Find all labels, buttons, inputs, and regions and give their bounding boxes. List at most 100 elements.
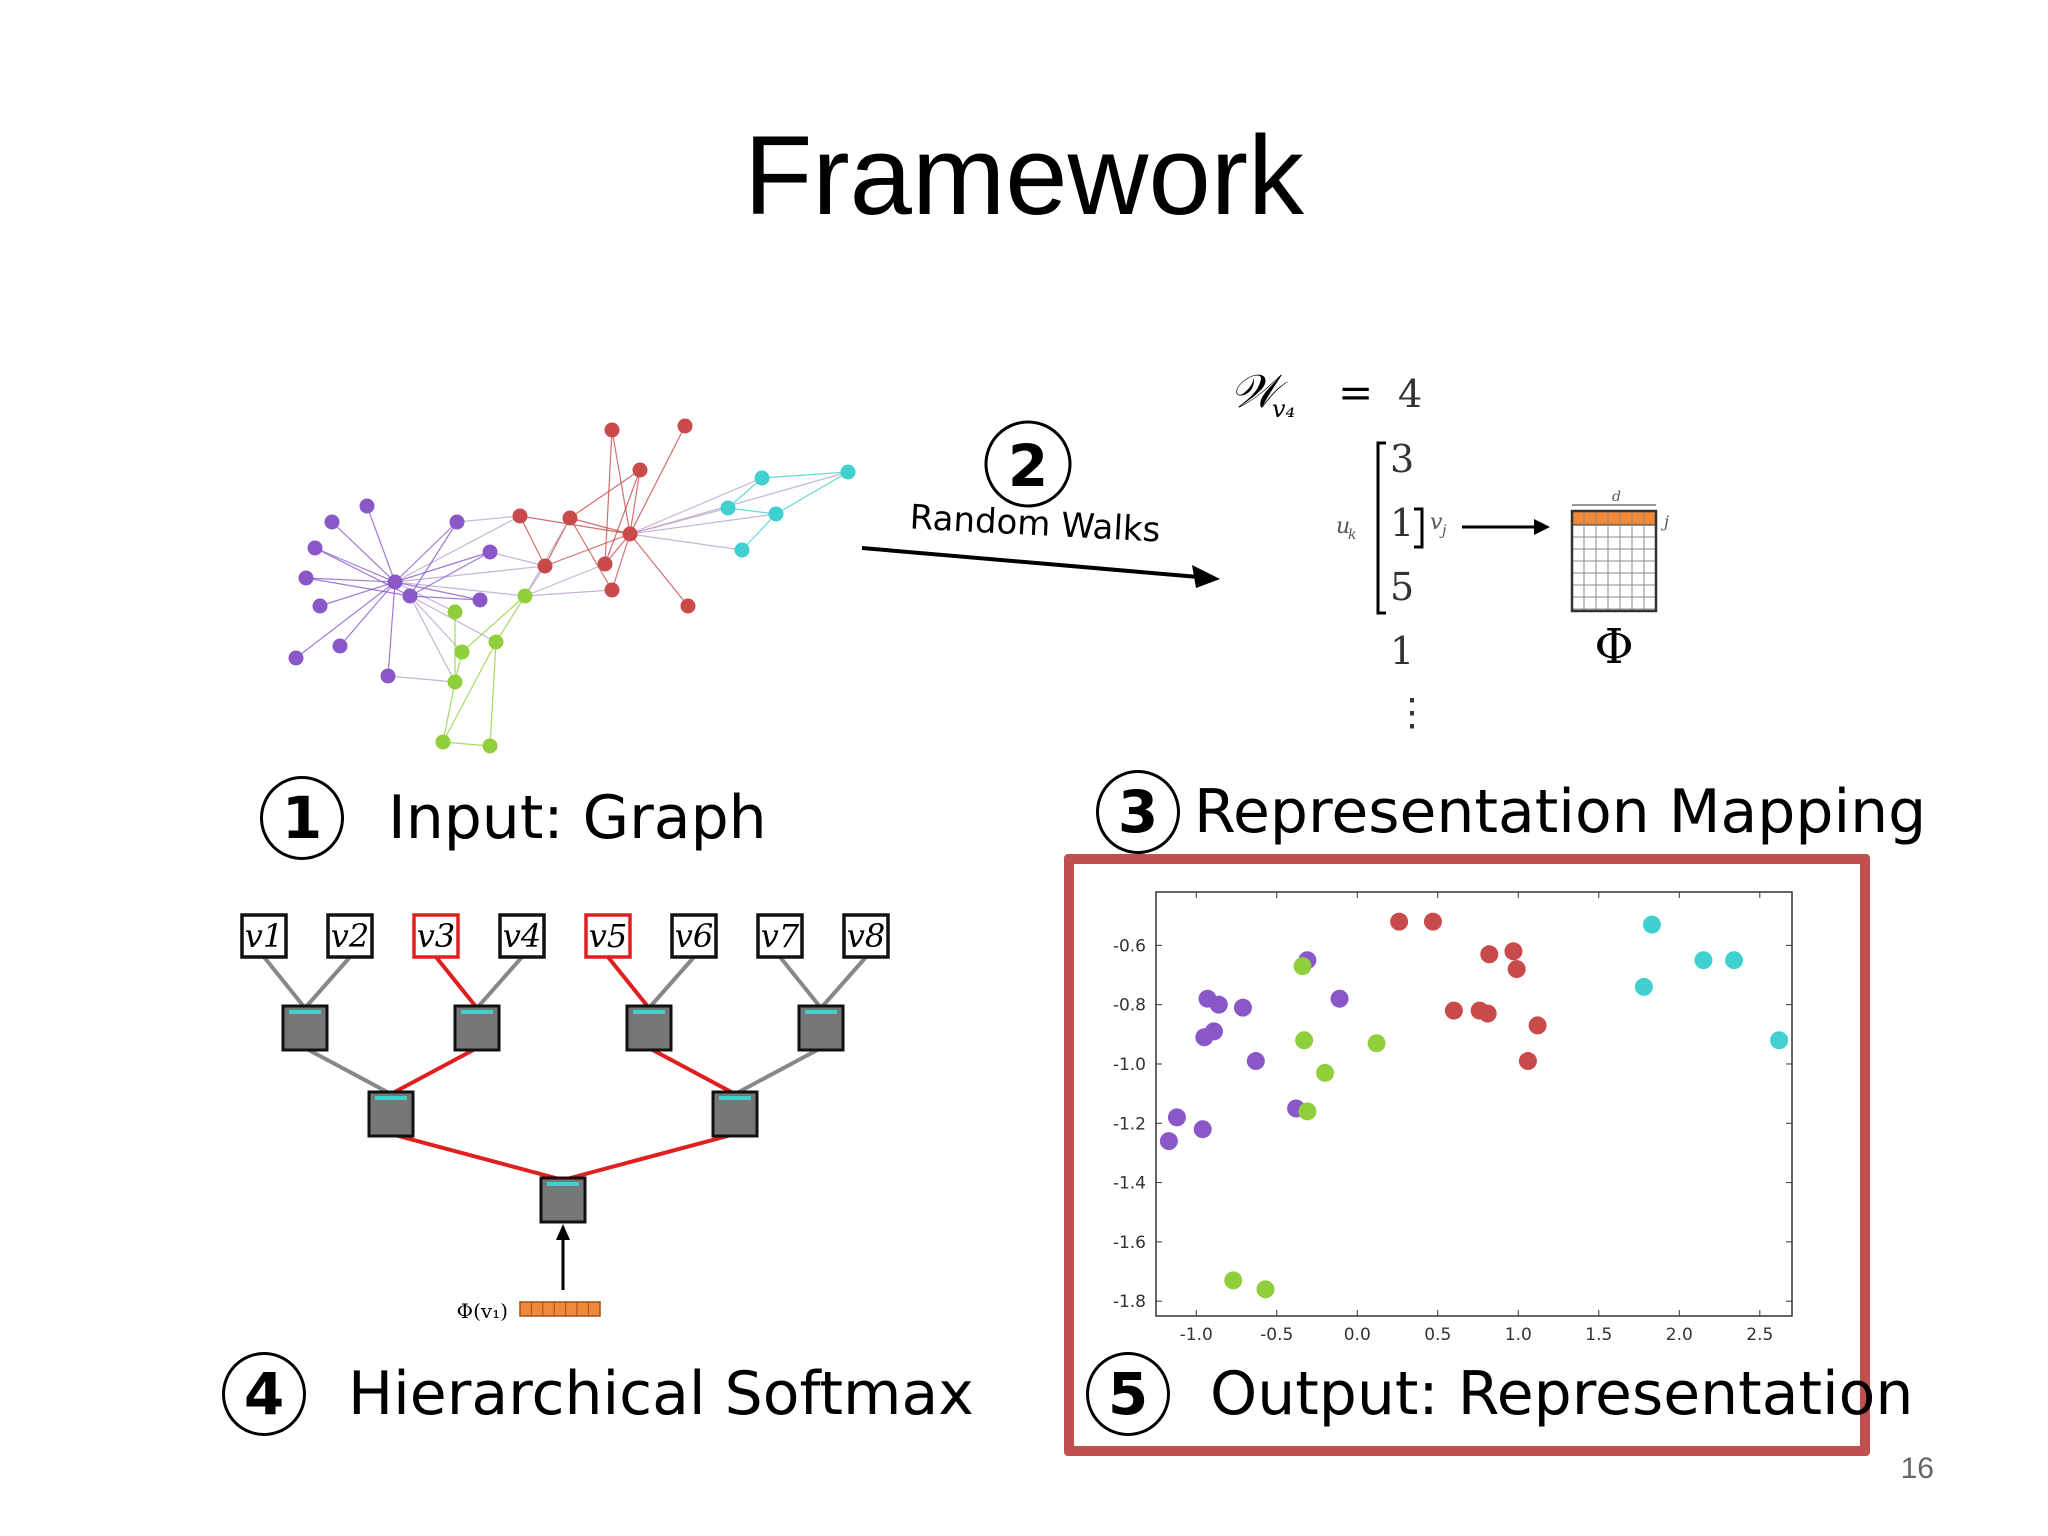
x-tick-label: -1.0 xyxy=(1180,1325,1213,1345)
graph-edge xyxy=(604,429,613,565)
graph-edge xyxy=(442,681,456,743)
walk-seq-4: 1 xyxy=(1390,629,1414,673)
y-tick-label: -1.2 xyxy=(1113,1114,1146,1134)
graph-edge xyxy=(387,581,396,677)
tree-edge xyxy=(562,1132,736,1182)
graph-edge xyxy=(629,477,763,535)
scatter-point-green xyxy=(1293,957,1312,976)
step-4-badge: 4 xyxy=(222,1352,306,1436)
tree-leaf-label: v5 xyxy=(589,917,627,955)
graph-edge xyxy=(569,469,641,519)
graph-node xyxy=(768,506,784,522)
step-2-badge-circle xyxy=(984,420,1072,508)
graph-edge xyxy=(604,469,641,565)
step-3: 3 Representation Mapping xyxy=(1096,770,1926,854)
tree-leaf-v1: v1 xyxy=(240,913,288,959)
representation-mapping: 𝒲 v₄ = 4 3 1 5 1 ⋮ u k v j d j Φ xyxy=(1230,364,1669,734)
walk-lhs-sub: v₄ xyxy=(1272,395,1295,423)
graph-node xyxy=(447,604,463,620)
graph-edge xyxy=(456,515,521,523)
graph-node xyxy=(754,470,770,486)
step-5: 5 Output: Representation xyxy=(1086,1352,1913,1436)
graph-edge xyxy=(629,513,777,535)
graph-node xyxy=(307,540,323,556)
tree-edge xyxy=(778,955,823,1010)
x-tick-label: 0.0 xyxy=(1344,1325,1371,1345)
graph-edge xyxy=(295,581,396,659)
graph-node xyxy=(482,738,498,754)
scatter-point-purple xyxy=(1209,995,1228,1014)
output-highlight-box xyxy=(1064,854,1870,1456)
slide-title: Framework xyxy=(743,113,1305,238)
walk-seq-2: 1 xyxy=(1390,501,1414,545)
graph-edge xyxy=(761,471,849,479)
graph-edge xyxy=(394,521,458,583)
scatter-point-green xyxy=(1298,1102,1317,1121)
graph-edge xyxy=(442,741,491,747)
graph-node xyxy=(840,464,856,480)
graph-node xyxy=(512,508,528,524)
scatter-point-red xyxy=(1518,1052,1537,1071)
graph-node xyxy=(604,422,620,438)
graph-edge xyxy=(394,581,481,601)
tree-leaf-v4: v4 xyxy=(498,913,546,959)
scatter-point-purple xyxy=(1159,1132,1178,1151)
step-1: 1 Input: Graph xyxy=(260,776,767,860)
tree-edge xyxy=(734,1046,822,1096)
u-label: u xyxy=(1336,514,1350,539)
tree-leaf-v3: v3 xyxy=(412,913,460,959)
graph-edges xyxy=(295,425,849,747)
graph-node xyxy=(562,510,578,526)
scatter-point-green xyxy=(1316,1063,1335,1082)
graph-edge xyxy=(519,515,631,535)
v-sub: j xyxy=(1439,523,1447,539)
scatter-point-red xyxy=(1390,912,1409,931)
graph-edge xyxy=(629,533,743,551)
graph-node xyxy=(359,498,375,514)
graph-node xyxy=(454,644,470,660)
graph-node xyxy=(604,582,620,598)
y-tick-label: -1.8 xyxy=(1113,1292,1146,1312)
scatter-point-red xyxy=(1504,942,1523,961)
tree-leaf-label: v4 xyxy=(503,917,541,955)
y-tick-label: -1.4 xyxy=(1113,1174,1146,1194)
tree-edge xyxy=(434,955,479,1010)
graph-edge xyxy=(611,533,631,591)
walk-seq-3: 5 xyxy=(1390,565,1414,609)
graph-edge xyxy=(339,581,396,647)
scatter-point-cyan xyxy=(1642,915,1661,934)
graph-edge xyxy=(611,429,631,535)
scatter-point-purple xyxy=(1330,989,1349,1008)
graph-node xyxy=(677,418,693,434)
graph-node xyxy=(720,500,736,516)
embedding-matrix: d j Φ xyxy=(1570,489,1669,675)
scatter-point-cyan xyxy=(1634,977,1653,996)
graph-edge xyxy=(727,507,777,515)
graph-node xyxy=(449,514,465,530)
x-tick-label: 2.0 xyxy=(1666,1325,1693,1345)
scatter-point-purple xyxy=(1193,1120,1212,1139)
graph-edge xyxy=(409,521,458,597)
scatter-point-cyan xyxy=(1694,951,1713,970)
graph-edge xyxy=(319,581,396,607)
tree-leaf-label: v2 xyxy=(331,917,369,955)
matrix-d-label: d xyxy=(1612,489,1621,505)
graph-edge xyxy=(495,595,526,643)
graph-node xyxy=(488,634,504,650)
scatter-point-red xyxy=(1528,1016,1547,1035)
graph-edge xyxy=(629,425,686,535)
graph-node xyxy=(482,544,498,560)
graph-edge xyxy=(442,641,497,743)
scatter-point-cyan xyxy=(1770,1031,1789,1050)
graph-edge xyxy=(727,477,763,509)
walk-seq-1: 3 xyxy=(1390,437,1414,481)
graph-edge xyxy=(409,551,491,597)
step-3-label: Representation Mapping xyxy=(1194,777,1927,847)
graph-node xyxy=(680,598,696,614)
graph-node xyxy=(288,650,304,666)
graph-node xyxy=(622,526,638,542)
x-tick-label: -0.5 xyxy=(1260,1325,1293,1345)
graph-node xyxy=(597,556,613,572)
